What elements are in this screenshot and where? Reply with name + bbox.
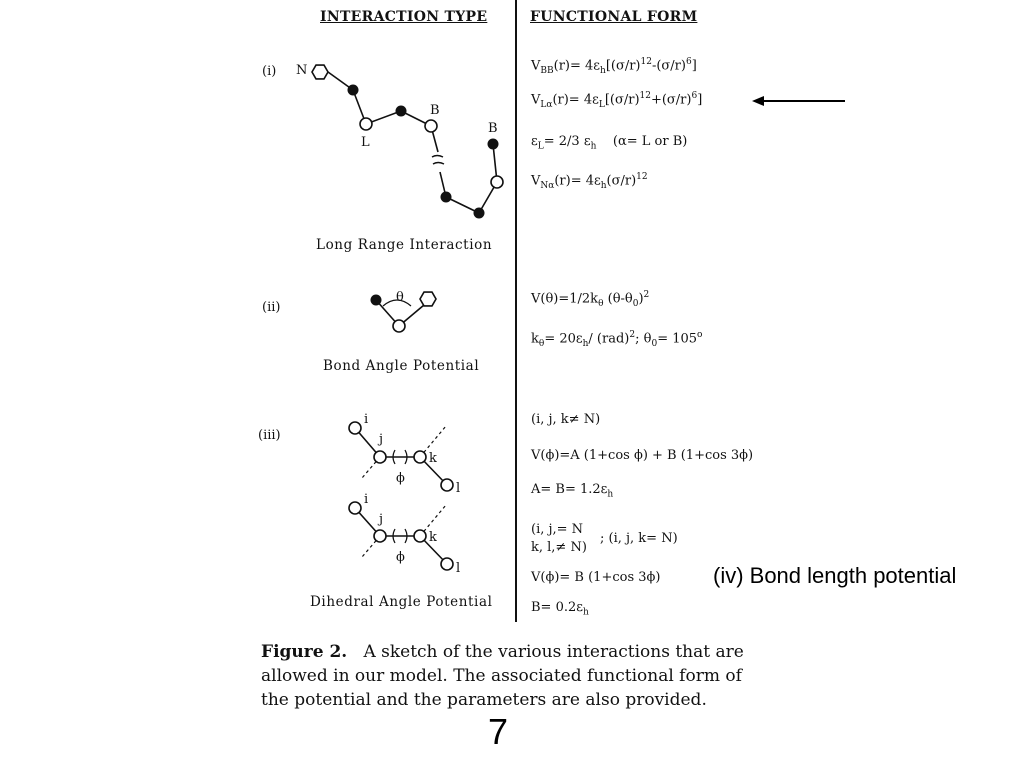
bead-open (440, 557, 454, 571)
label-l-top: l (456, 481, 461, 496)
page-number: 7 (488, 711, 509, 752)
bead-open (413, 450, 427, 464)
header-functional-form: FUNCTIONAL FORM (530, 9, 698, 25)
figure-label: Figure 2. (261, 642, 348, 662)
label-l-bottom: l (456, 561, 461, 576)
hexagon-bond-angle (419, 291, 437, 307)
bead-open (373, 529, 387, 543)
dihedral-bottom-bonds (354, 504, 448, 565)
chain-break-mark (431, 154, 445, 165)
column-divider (515, 0, 517, 622)
bead-open (392, 319, 406, 333)
bead-filled (370, 294, 382, 306)
cond-kl-not-n: k, l,≠ N) (531, 540, 587, 555)
header-interaction-type: INTERACTION TYPE (320, 9, 488, 25)
label-k-bottom: k (429, 530, 437, 545)
dihedral-top-bonds (354, 425, 448, 486)
bead-open (348, 421, 362, 435)
eq-vna: VNα(r)= 4εh(σ/r)12 (531, 172, 648, 191)
label-i-top: i (364, 412, 369, 427)
label-l: L (361, 135, 370, 150)
label-i-bottom: i (364, 492, 369, 507)
bead-filled (473, 207, 485, 219)
figure-caption-text: A sketch of the various interactions tha… (261, 642, 744, 710)
arrow-left-icon (752, 96, 845, 106)
label-k-top: k (429, 451, 437, 466)
eq-vbb: VBB(r)= 4εh[(σ/r)12-(σ/r)6] (531, 57, 697, 76)
caption-long-range: Long Range Interaction (316, 237, 493, 253)
bead-open (373, 450, 387, 464)
cond-ijk-eq-n: ; (i, j, k= N) (600, 531, 678, 546)
label-phi-top: ϕ (396, 471, 405, 486)
cond-ijk-not-n: (i, j, k≠ N) (531, 412, 601, 427)
bead-open (490, 175, 504, 189)
bead-open (413, 529, 427, 543)
caption-dihedral: Dihedral Angle Potential (310, 594, 493, 610)
eq-epsilon-l: εL= 2/3 εh (α= L or B) (531, 134, 688, 152)
section-ii-label: (ii) (262, 300, 281, 315)
eq-a-b: A= B= 1.2εh (531, 482, 614, 500)
caption-bond-angle: Bond Angle Potential (323, 358, 480, 374)
bead-filled (395, 105, 407, 117)
label-j-top: j (379, 432, 384, 447)
eq-v-phi-b: V(ϕ)= B (1+cos 3ϕ) (531, 570, 661, 585)
label-b-second: B (488, 121, 498, 136)
cond-ij-eq-n: (i, j,= N (531, 522, 584, 537)
eq-k-theta: kθ= 20εh/ (rad)2; θ0= 105o (531, 330, 703, 349)
figure-caption: Figure 2. A sketch of the various intera… (261, 640, 771, 712)
bead-open (348, 501, 362, 515)
eq-vla: VLα(r)= 4εL[(σ/r)12+(σ/r)6] (531, 91, 703, 110)
section-i-label: (i) (262, 64, 277, 79)
bead-filled (347, 84, 359, 96)
label-phi-bottom: ϕ (396, 550, 405, 565)
bead-open (440, 478, 454, 492)
eq-v-theta: V(θ)=1/2kθ (θ-θ0)2 (531, 290, 650, 309)
annotation-bond-length: (iv) Bond length potential (713, 563, 957, 588)
bead-open (359, 117, 373, 131)
bead-filled (440, 191, 452, 203)
eq-v-phi-full: V(ϕ)=A (1+cos ϕ) + B (1+cos 3ϕ) (531, 448, 754, 463)
label-j-bottom: j (379, 512, 384, 527)
label-n: N (296, 63, 308, 78)
hexagon-n-site (311, 64, 329, 80)
label-b-first: B (430, 103, 440, 118)
section-iii-label: (iii) (258, 428, 281, 443)
label-theta: θ (396, 290, 404, 305)
eq-b-value: B= 0.2εh (531, 600, 589, 618)
bead-filled (487, 138, 499, 150)
bead-open (424, 119, 438, 133)
